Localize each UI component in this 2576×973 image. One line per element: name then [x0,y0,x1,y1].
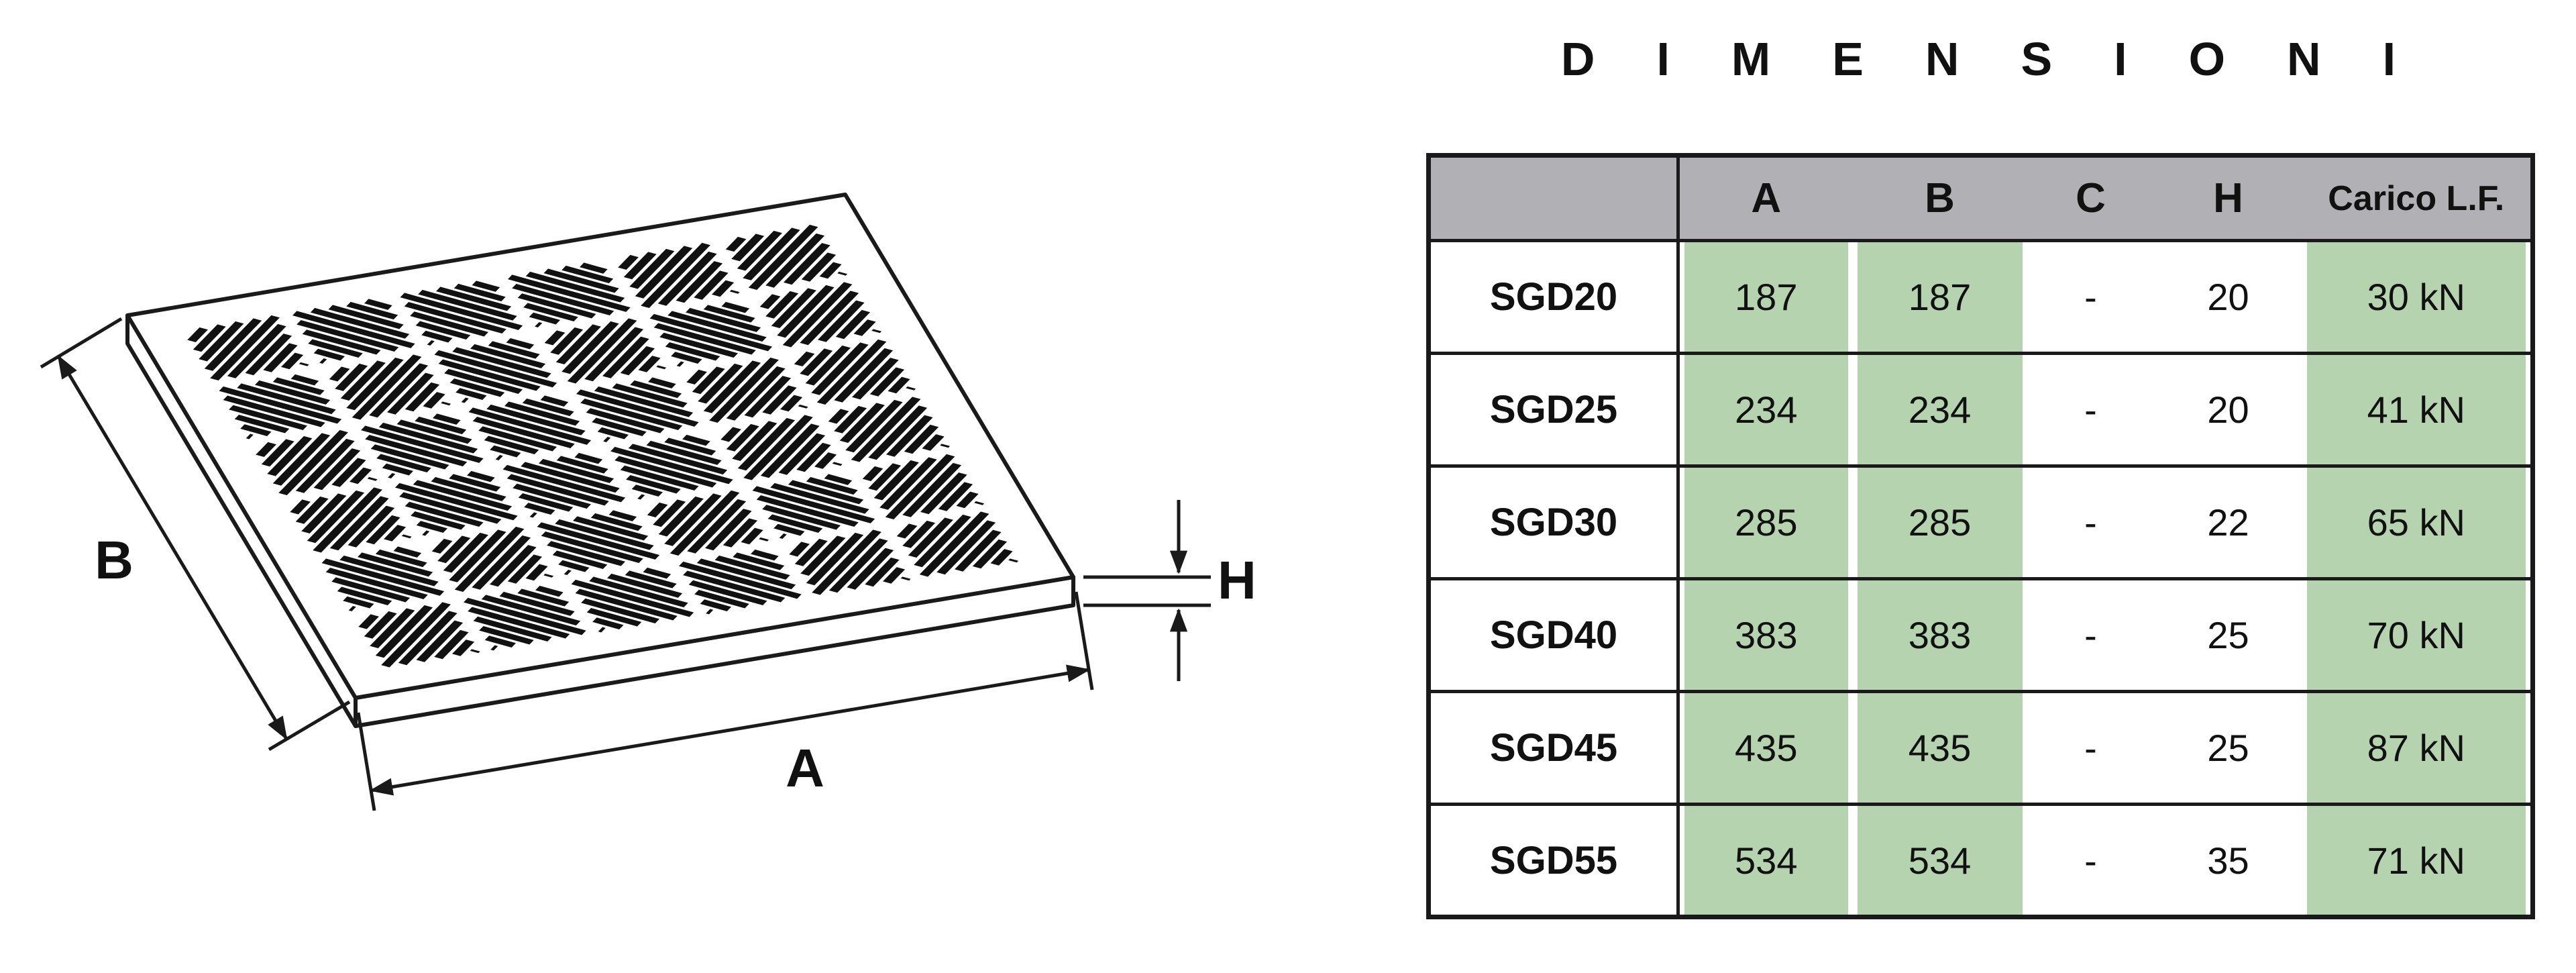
dim-label-b: B [95,530,133,590]
dimensions-table: A B C H Carico L.F. SGD20 187 187 - 20 3… [1426,153,2535,919]
dim-b-ext1 [40,317,123,369]
cell-c: - [2027,803,2155,919]
dim-b-ext2 [268,700,351,752]
cell-h: 20 [2154,352,2302,468]
cell-h: 35 [2154,803,2302,919]
cell-a: 187 [1678,239,1853,355]
header-load: Carico L.F. [2302,154,2533,242]
table-row: SGD55 534 534 - 35 71 kN [1428,803,2533,919]
cell-model: SGD30 [1428,464,1680,580]
cell-c: - [2027,690,2155,806]
cell-h: 20 [2154,239,2302,355]
cell-a: 234 [1678,352,1853,468]
dimension-b [40,317,351,752]
panel-title: DIMENSIONI [1560,33,2458,85]
table-row: SGD30 285 285 - 22 65 kN [1428,464,2533,580]
cell-c: - [2027,239,2155,355]
dim-a-ext1 [356,712,376,811]
cell-b: 285 [1852,464,2027,580]
cell-a: 534 [1678,803,1853,919]
cell-b: 234 [1852,352,2027,468]
cell-h: 25 [2154,577,2302,693]
header-model [1428,154,1680,242]
grate-diagram-svg: B A H [40,193,1256,811]
cell-model: SGD40 [1428,577,1680,693]
cell-b: 187 [1852,239,2027,355]
cell-a: 435 [1678,690,1853,806]
cell-load: 87 kN [2302,690,2533,806]
table-row: SGD20 187 187 - 20 30 kN [1428,239,2533,355]
cell-c: - [2027,577,2155,693]
cell-load: 70 kN [2302,577,2533,693]
cell-load: 30 kN [2302,239,2533,355]
cell-b: 534 [1852,803,2027,919]
header-c: C [2027,154,2155,242]
cell-load: 41 kN [2302,352,2533,468]
cell-model: SGD45 [1428,690,1680,806]
grate-diagram: B A H [40,193,1256,811]
dimension-a [356,591,1094,811]
cell-load: 65 kN [2302,464,2533,580]
header-a: A [1678,154,1853,242]
cell-c: - [2027,352,2155,468]
dim-b-line [56,354,288,741]
cell-h: 22 [2154,464,2302,580]
table-header-row: A B C H Carico L.F. [1428,154,2533,242]
table-row: SGD40 383 383 - 25 70 kN [1428,577,2533,693]
dimension-h [1083,500,1211,681]
cell-load: 71 kN [2302,803,2533,919]
dimensions-panel: DIMENSIONI A B C H Carico L.F. SGD20 187 [1426,0,2535,919]
grate-slots [187,224,1019,668]
table-row: SGD45 435 435 - 25 87 kN [1428,690,2533,806]
cell-b: 435 [1852,690,2027,806]
dim-label-h: H [1218,550,1256,610]
header-b: B [1852,154,2027,242]
cell-model: SGD20 [1428,239,1680,355]
cell-model: SGD25 [1428,352,1680,468]
cell-h: 25 [2154,690,2302,806]
cell-a: 383 [1678,577,1853,693]
grate-hatch [187,224,1019,668]
header-h: H [2154,154,2302,242]
table-row: SGD25 234 234 - 20 41 kN [1428,352,2533,468]
cell-b: 383 [1852,577,2027,693]
cell-model: SGD55 [1428,803,1680,919]
dim-a-line [369,664,1091,796]
cell-a: 285 [1678,464,1853,580]
dim-label-a: A [786,738,824,798]
cell-c: - [2027,464,2155,580]
